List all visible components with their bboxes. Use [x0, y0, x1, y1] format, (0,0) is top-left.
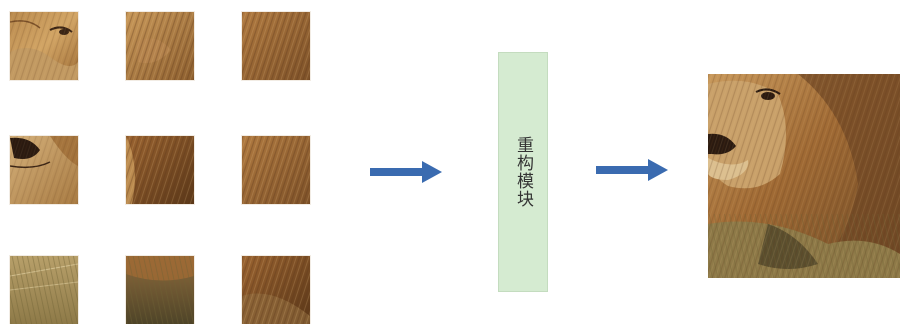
- arrow-to-result: [596, 158, 668, 182]
- patch-mane-top-right: [242, 12, 310, 80]
- patch-muzzle: [10, 136, 78, 204]
- reconstruction-module: 重构模块: [498, 52, 548, 292]
- reconstructed-lion-image: [708, 74, 900, 278]
- patch-face-upper-left: [10, 12, 78, 80]
- patch-cheek-mane: [126, 136, 194, 204]
- arrow-to-module: [370, 160, 442, 184]
- patch-mane-bottom-right: [242, 256, 310, 324]
- patch-grass-left: [10, 256, 78, 324]
- patch-mane-right: [242, 136, 310, 204]
- patch-forehead: [126, 12, 194, 80]
- patch-grass-mid: [126, 256, 194, 324]
- module-label: 重构模块: [513, 136, 533, 208]
